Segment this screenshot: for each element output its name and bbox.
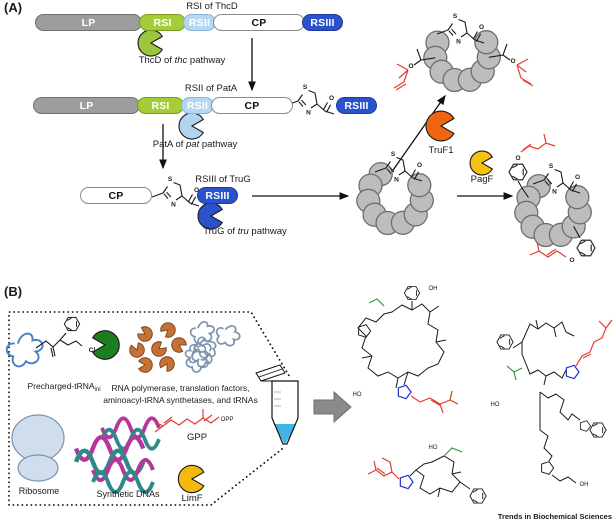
segment-cp: CP (213, 14, 305, 31)
mix-caption-line1: RNA polymerase, translation factors, (111, 383, 250, 393)
limf-enzyme-icon (177, 464, 205, 494)
block-arrow-icon (313, 390, 352, 424)
segment-rsiii: RSIII (336, 97, 377, 114)
reaction-tube (255, 364, 299, 445)
oh-label: OH (580, 482, 589, 488)
ribosome-icon (11, 414, 65, 482)
pagf-label: PagF (470, 174, 494, 185)
synthetic-dnas-label: Synthetic DNAs (96, 489, 160, 499)
row1-caption: ThcD of thc pathway (138, 55, 226, 66)
translation-factors-icons (127, 319, 189, 374)
arrow-truf1 (390, 94, 446, 174)
ether-o-label: O (408, 63, 413, 70)
construct-row1: LP RSI RSII CP RSIII (35, 14, 343, 31)
imidazole-ring (397, 384, 412, 400)
cp-pill-row3: CP (80, 187, 152, 204)
phenol-o-label: O (515, 155, 520, 162)
segment-rsiii: RSIII (197, 187, 238, 204)
product-molecule-2: HO OH (491, 319, 613, 488)
macrocycle-substrate (356, 150, 434, 236)
panel-a-arrows (159, 38, 514, 200)
ether-o-label: O (510, 58, 515, 65)
phenol-o-label: O (569, 257, 574, 264)
opp-label: OPP (221, 417, 234, 423)
segment-cp: CP (80, 187, 152, 204)
segment-rsii: RSII (181, 97, 214, 114)
synthetic-dna-icons (76, 416, 161, 494)
row3-caption: TruG of tru pathway (203, 226, 287, 237)
truf1-label: TruF1 (428, 145, 454, 156)
segment-lp: LP (35, 14, 142, 31)
precharged-trna-label: Precharged-tRNAini (27, 381, 101, 393)
segment-rsii: RSII (183, 14, 216, 31)
thcd-enzyme-icon (137, 29, 163, 57)
pata-enzyme-icon (178, 112, 204, 140)
row1-title: RSI of ThcD (186, 1, 238, 12)
construct-row2: LP RSI RSII CP (33, 97, 293, 114)
rsiii-pill-row3: RSIII (197, 187, 238, 204)
ho-label: HO (429, 445, 438, 451)
row2-caption: PatA of pat pathway (152, 139, 238, 150)
segment-rsi: RSI (139, 14, 186, 31)
triazole-ring (565, 364, 580, 380)
imidazole-ring (399, 474, 414, 490)
rsiii-pill-row2: RSIII (336, 97, 377, 114)
mix-caption: RNA polymerase, translation factors, ami… (98, 383, 263, 406)
pagf-enzyme-icon (469, 150, 493, 176)
truf1-product-structure: O O (393, 12, 534, 93)
ho-label: HO (491, 402, 500, 408)
segment-rsi: RSI (137, 97, 184, 114)
product-molecule-3: HO (367, 445, 487, 504)
rna-polymerase-icon (92, 330, 120, 360)
row3-title: RSIII of TruG (195, 174, 251, 185)
ribosome-label: Ribosome (18, 486, 60, 496)
segment-lp: LP (33, 97, 140, 114)
segment-cp: CP (211, 97, 293, 114)
truf1-enzyme-icon (425, 110, 455, 142)
oh-label: OH (429, 286, 438, 292)
journal-credit: Trends in Biochemical Sciences (497, 512, 612, 521)
thiazoline-row2 (286, 83, 335, 118)
precharged-trna-structure: Cl (5, 316, 96, 368)
mix-caption-line2: aminoacyl-tRNA synthetases, and tRNAs (103, 394, 258, 405)
ho-label: HO (353, 392, 362, 398)
gpp-structure: OPP (154, 409, 234, 433)
gpp-label: GPP (186, 432, 208, 443)
panel-a-label: (A) (4, 0, 23, 15)
pagf-product-structure: O O (508, 133, 596, 264)
trna-cluster-icons (182, 319, 244, 376)
panel-b-label: (B) (4, 284, 23, 299)
product-molecule-1: HO OH (353, 285, 459, 414)
tube-liquid (274, 424, 296, 443)
chloride-label: Cl (89, 347, 96, 354)
segment-rsiii: RSIII (302, 14, 343, 31)
row2-title: RSII of PatA (184, 83, 238, 94)
limf-label: LimF (181, 493, 203, 504)
